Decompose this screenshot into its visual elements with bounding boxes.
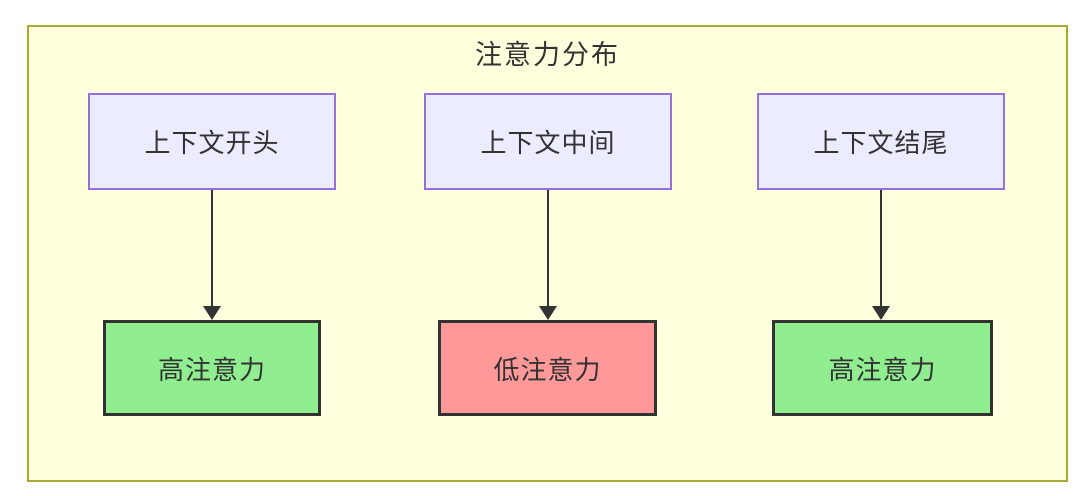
node-label: 低注意力 — [493, 354, 602, 385]
node-context-start: 上下文开头 — [88, 93, 336, 190]
node-high-attention-left: 高注意力 — [103, 320, 321, 416]
node-label: 高注意力 — [157, 354, 266, 385]
node-label: 上下文开头 — [144, 128, 280, 158]
node-label: 上下文结尾 — [813, 128, 949, 158]
node-high-attention-right: 高注意力 — [772, 320, 993, 416]
diagram-title: 注意力分布 — [475, 40, 620, 70]
node-context-middle: 上下文中间 — [424, 93, 672, 190]
node-label: 上下文中间 — [480, 128, 616, 158]
node-low-attention: 低注意力 — [438, 320, 657, 416]
node-context-end: 上下文结尾 — [757, 93, 1005, 190]
node-label: 高注意力 — [828, 354, 937, 385]
